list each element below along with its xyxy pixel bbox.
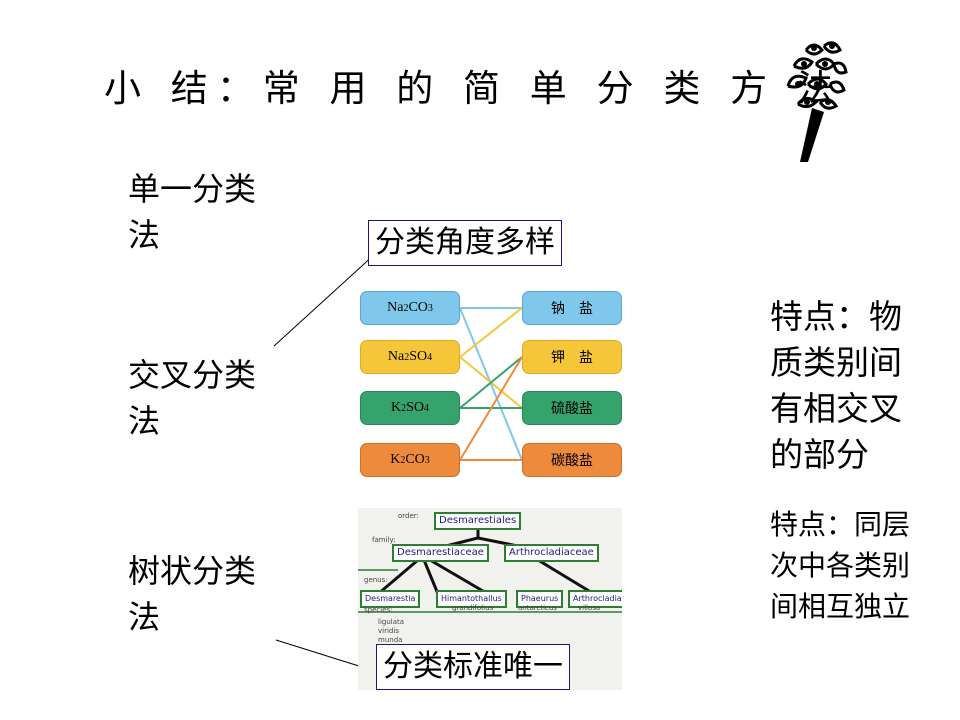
feature-tree-text: 特点：同层次中各类别间相互独立 <box>770 508 911 623</box>
order-node: Desmarestiales <box>434 512 522 530</box>
method-cross-label: 交叉分类法 <box>128 356 257 440</box>
species-name: ligulata <box>378 618 405 626</box>
genus-node: Phaeurus <box>516 590 564 608</box>
genus-node: Desmarestia <box>360 590 421 608</box>
salt-category-box: 钾 盐 <box>522 340 622 374</box>
family-node: Desmarestiaceae <box>392 544 489 562</box>
species-name: antarcticus <box>518 604 557 612</box>
species-name: villosa <box>578 604 601 612</box>
rank-label: order: <box>398 512 419 520</box>
rank-label: family: <box>372 536 396 544</box>
rank-label: species: <box>364 606 393 614</box>
salt-category-box: 碳酸盐 <box>522 443 622 477</box>
salt-category-box: 钠 盐 <box>522 291 622 325</box>
family-node: Arthrocladiaceae <box>504 544 599 562</box>
feature-cross-text: 特点：物质类别间有相交叉的部分 <box>770 297 902 474</box>
tree-logo-icon <box>786 41 848 162</box>
rank-label: genus: <box>364 576 388 584</box>
genus-node: Arthrocladia <box>568 590 622 608</box>
species-name: munda <box>378 636 403 644</box>
page-title: 小 结：常 用 的 简 单 分 类 方 法 <box>104 67 843 110</box>
method-single-label: 单一分类法 <box>128 170 257 254</box>
genus-node: Himantothallus <box>436 590 507 608</box>
method-tree-label: 树状分类法 <box>128 552 257 636</box>
species-name: viridis <box>378 627 399 635</box>
callout-standard: 分类标准唯一 <box>376 644 570 690</box>
species-name: grandifolius <box>452 604 494 612</box>
salt-category-box: 硫酸盐 <box>522 391 622 425</box>
callout-angles: 分类角度多样 <box>368 220 562 266</box>
